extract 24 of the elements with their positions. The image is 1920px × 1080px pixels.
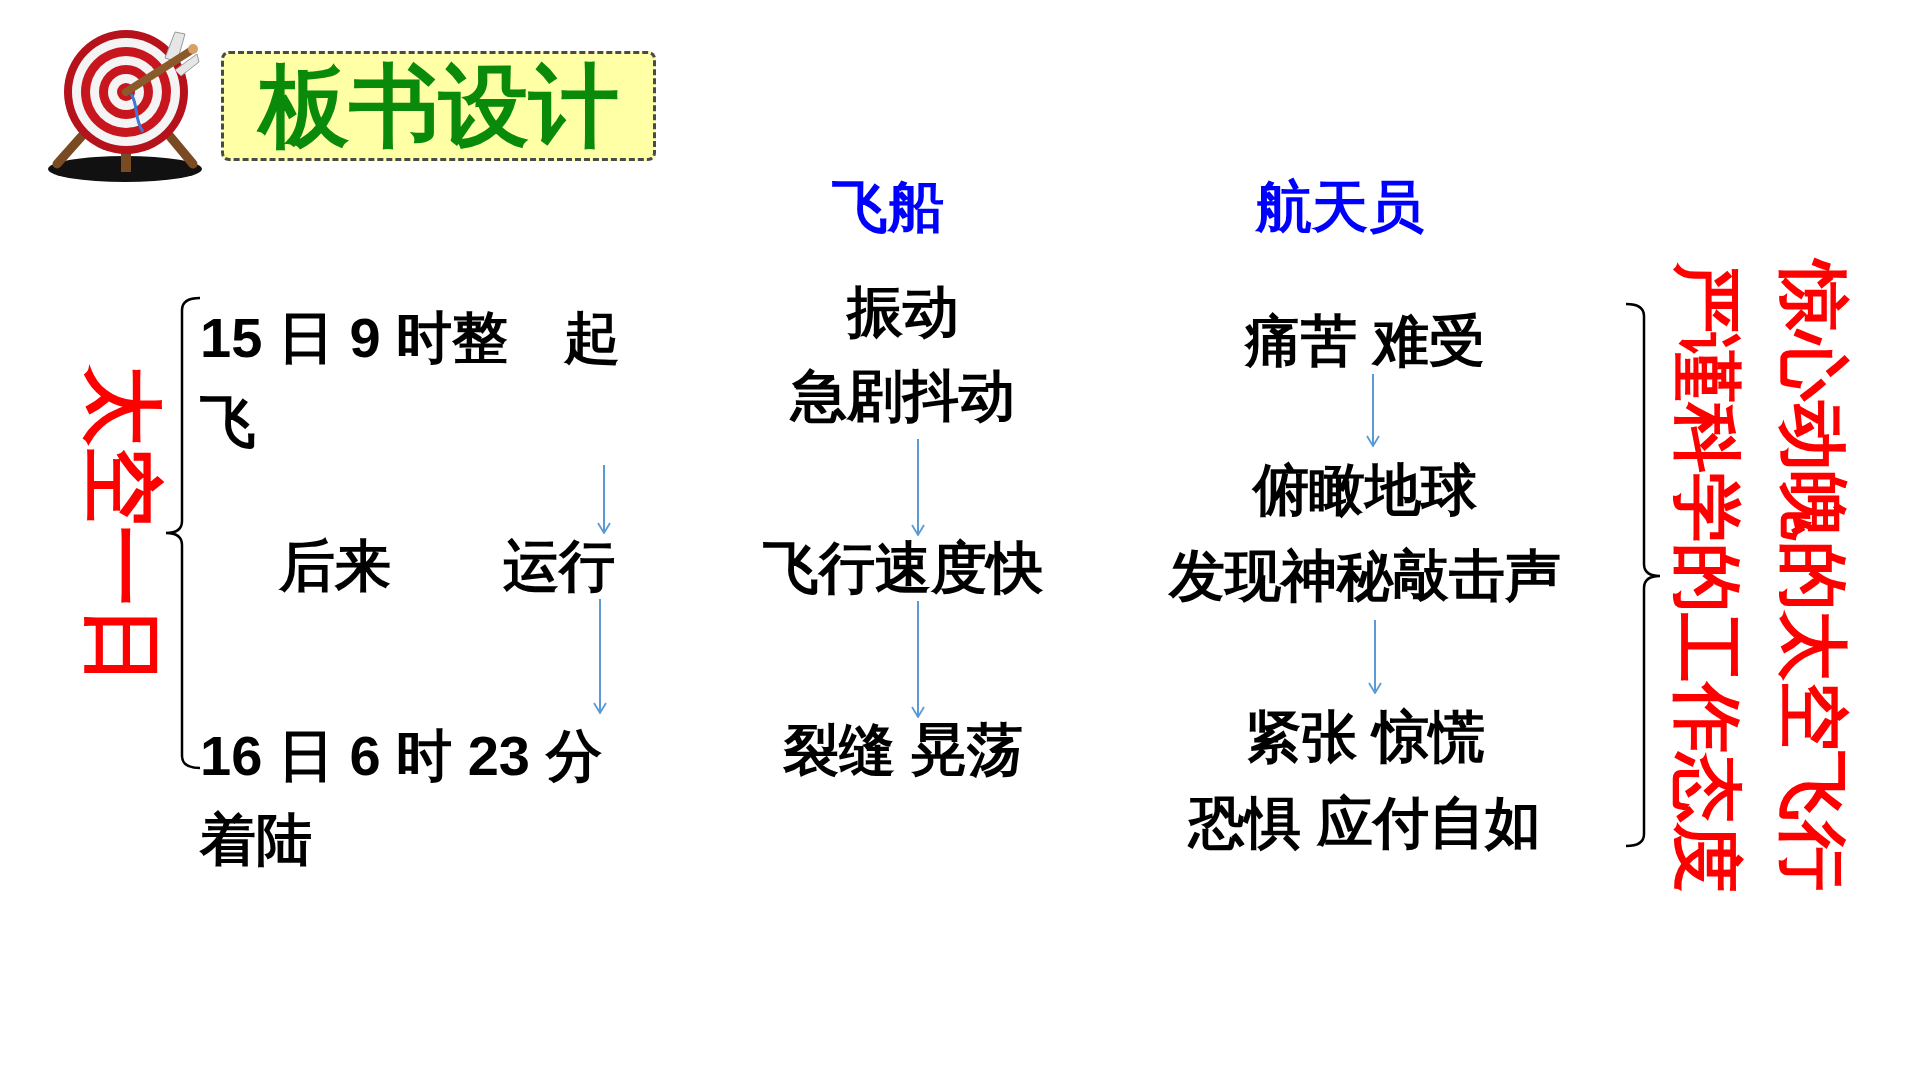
arrow [597, 464, 611, 534]
arrow [1368, 619, 1382, 694]
flow-text: 后来 运行 [279, 534, 615, 598]
title-banner: 板书设计 [221, 51, 656, 161]
column-heading: 飞船 [832, 175, 944, 239]
flow-text: 痛苦 难受 [1245, 309, 1485, 373]
flow-text: 发现神秘敲击声 [1169, 543, 1561, 609]
flow-text: 16 日 6 时 23 分着陆 [200, 714, 640, 882]
flow-text: 飞行速度快 [763, 536, 1043, 600]
flow-text: 15 日 9 时整 起飞 [200, 296, 640, 464]
arrow [1366, 373, 1380, 447]
arrow [911, 600, 925, 718]
vertical-text: 严谨科学的工作态度 [1672, 263, 1742, 893]
column-heading: 航天员 [1256, 175, 1424, 239]
arrow [911, 438, 925, 536]
flow-text: 裂缝 晃荡 [783, 718, 1023, 782]
arrow [593, 598, 607, 714]
flow-text: 紧张 惊慌 [1245, 704, 1485, 770]
flow-text: 俯瞰地球 [1253, 457, 1477, 523]
flow-text: 恐惧 应付自如 [1189, 790, 1541, 856]
vertical-text: 惊心动魄的太空飞行 [1778, 261, 1848, 891]
flow-text: 振动 [847, 279, 959, 345]
vertical-text: 太空一日 [82, 366, 162, 686]
flow-text: 急剧抖动 [791, 363, 1015, 429]
